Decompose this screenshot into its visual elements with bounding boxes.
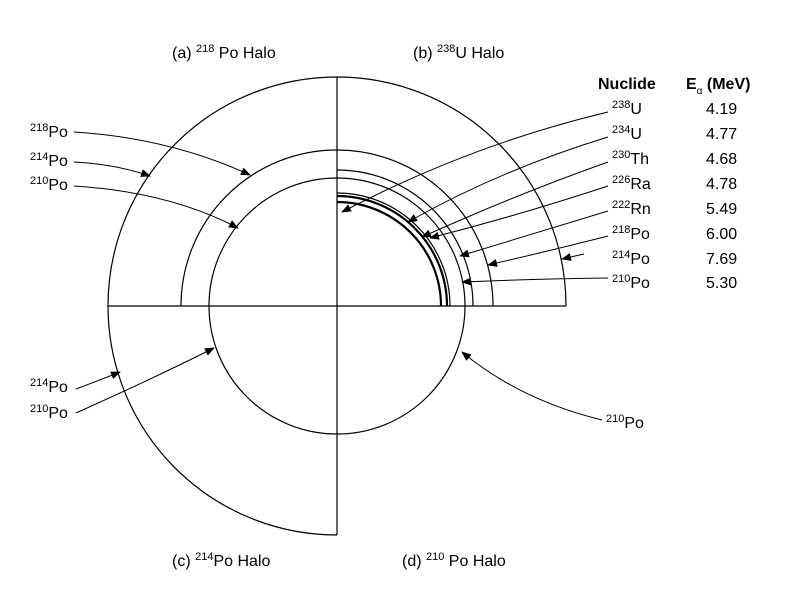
arrow-c-214po: [75, 371, 121, 390]
ring-b-218po: [336, 149, 494, 307]
ring-d: [336, 305, 466, 435]
arrow-b-226ra: [429, 185, 609, 240]
arrows-quadrants-cd: [75, 347, 603, 421]
ring-b-222rn: [336, 169, 474, 307]
quadrant-c-rings: [107, 305, 338, 536]
ring-a-outer: [107, 76, 338, 307]
table-row-nuclide: 218Po: [612, 224, 650, 243]
arrow-b-222rn: [459, 210, 609, 258]
table-row-energy: 4.68: [706, 151, 737, 168]
quadrant-b-title: (b) 238U Halo: [413, 43, 504, 62]
table-header-energy: Eα (MeV): [686, 76, 750, 97]
table-row-energy: 4.19: [706, 101, 737, 118]
arrow-b-238u: [341, 111, 609, 213]
table-row-energy: 4.77: [706, 126, 737, 143]
ring-c-outer: [107, 305, 338, 536]
table-row-energy: 7.69: [706, 251, 737, 268]
quadrant-c-title: (c) 214Po Halo: [172, 551, 270, 570]
arrow-b-214po: [561, 253, 585, 261]
table-row-energy: 5.30: [706, 275, 737, 292]
table-row-nuclide: 210Po: [612, 273, 650, 292]
table-row-nuclide: 222Rn: [612, 199, 651, 218]
arrow-b-234u: [407, 136, 609, 223]
arrow-b-210po: [461, 277, 609, 286]
table-rows: 238U 4.19 234U 4.77 230Th 4.68 226Ra 4.7…: [612, 99, 737, 292]
arrow-a-218po: [73, 131, 251, 176]
table-header-nuclide: Nuclide: [598, 76, 656, 93]
arrow-c-210po: [75, 347, 215, 414]
left-label-218po: 218Po: [30, 122, 68, 141]
ring-c-inner: [208, 305, 338, 435]
left-label-bottom-214po: 214Po: [30, 377, 68, 396]
right-label-bottom-210po: 210Po: [606, 413, 644, 432]
left-label-bottom-210po: 210Po: [30, 403, 68, 422]
ring-a-middle: [180, 149, 338, 307]
table-row-nuclide: 238U: [612, 99, 642, 118]
arrow-b-218po: [487, 235, 609, 267]
arrow-d-210po: [461, 351, 603, 421]
ring-b-226ra: [336, 192, 451, 307]
arrow-b-230th: [421, 161, 609, 238]
ring-a-inner: [208, 177, 338, 307]
arrows-quadrant-b: [341, 111, 609, 286]
table-row-nuclide: 234U: [612, 124, 642, 143]
left-label-214po: 214Po: [30, 151, 68, 170]
left-label-210po: 210Po: [30, 175, 68, 194]
quadrant-a-title: (a) 218 Po Halo: [172, 43, 276, 62]
quadrant-b-rings: [336, 76, 567, 307]
arrows-quadrant-a: [73, 131, 251, 229]
table-row-nuclide: 214Po: [612, 249, 650, 268]
ring-b-214po: [336, 76, 567, 307]
ring-b-234u-230th: [336, 194, 449, 307]
table-row-energy: 6.00: [706, 226, 737, 243]
quadrant-d-title: (d) 210 Po Halo: [402, 551, 506, 570]
ring-b-238u: [336, 200, 443, 307]
quadrant-d-rings: [336, 305, 466, 435]
table-row-energy: 5.49: [706, 201, 737, 218]
table-row-energy: 4.78: [706, 176, 737, 193]
table-row-nuclide: 226Ra: [612, 174, 651, 193]
table-row-nuclide: 230Th: [612, 149, 649, 168]
arrow-a-210po: [73, 185, 239, 229]
quadrant-a-rings: [107, 76, 338, 307]
arrow-a-214po: [73, 161, 151, 177]
